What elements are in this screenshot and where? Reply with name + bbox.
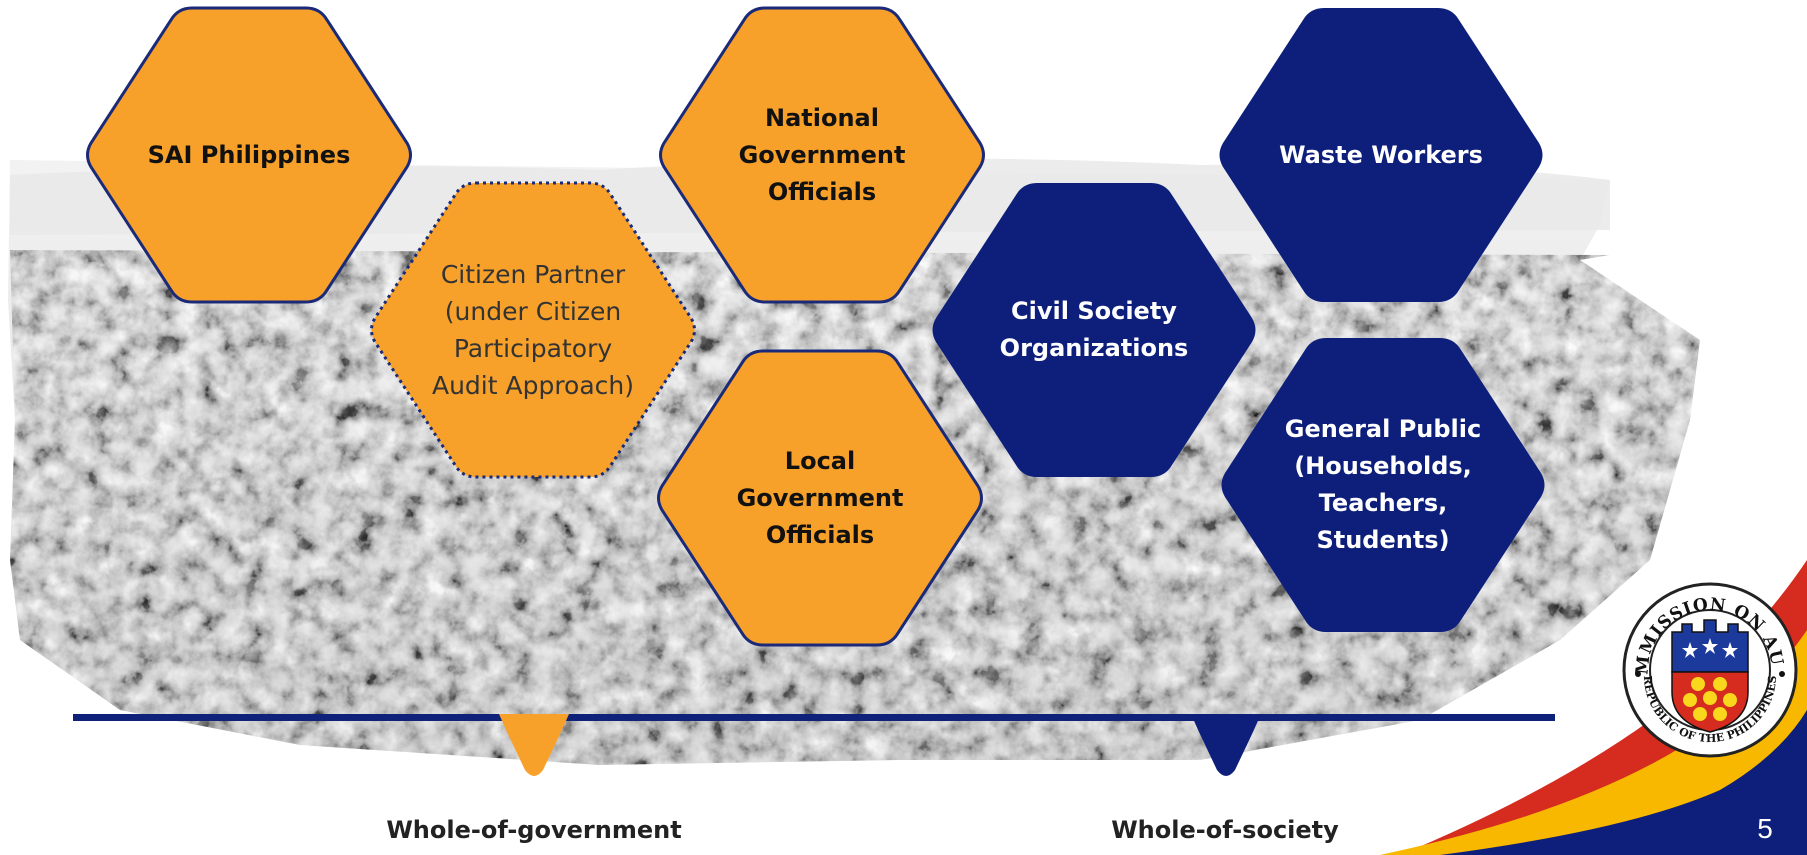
hex-label: General Public (Households, Teachers, St… bbox=[1284, 415, 1482, 554]
hex-label: Civil Society Organizations bbox=[999, 297, 1189, 362]
whole-of-society-label: Whole-of-society bbox=[1111, 816, 1339, 844]
hex-label: Citizen Partner (under Citizen Participa… bbox=[431, 260, 635, 400]
hex-label: Local Government Officials bbox=[736, 446, 904, 549]
society-marker bbox=[1191, 714, 1261, 776]
hex-sai-philippines: SAI Philippines bbox=[80, 6, 418, 304]
hex-label: Waste Workers bbox=[1279, 140, 1483, 169]
timeline-axis bbox=[73, 714, 1555, 721]
whole-of-government-label: Whole-of-government bbox=[386, 816, 682, 844]
hex-citizen-partner: Citizen Partner (under Citizen Participa… bbox=[364, 181, 702, 479]
hex-local-officials: Local Government Officials bbox=[651, 349, 989, 647]
corner-decoration bbox=[1380, 560, 1807, 855]
hex-general-public: General Public (Households, Teachers, St… bbox=[1214, 336, 1552, 634]
government-marker bbox=[499, 714, 569, 776]
commission-on-audit-seal: COMMISSION ON AUDIT REPUBLIC OF THE PHIL… bbox=[1620, 580, 1798, 758]
hex-label: National Government Officials bbox=[738, 103, 906, 206]
hex-waste-workers: Waste Workers bbox=[1212, 6, 1550, 304]
page-number: 5 bbox=[1757, 813, 1773, 844]
hex-national-officials: National Government Officials bbox=[653, 6, 991, 304]
hex-label: SAI Philippines bbox=[147, 140, 351, 169]
hex-civil-society: Civil Society Organizations bbox=[925, 181, 1263, 479]
